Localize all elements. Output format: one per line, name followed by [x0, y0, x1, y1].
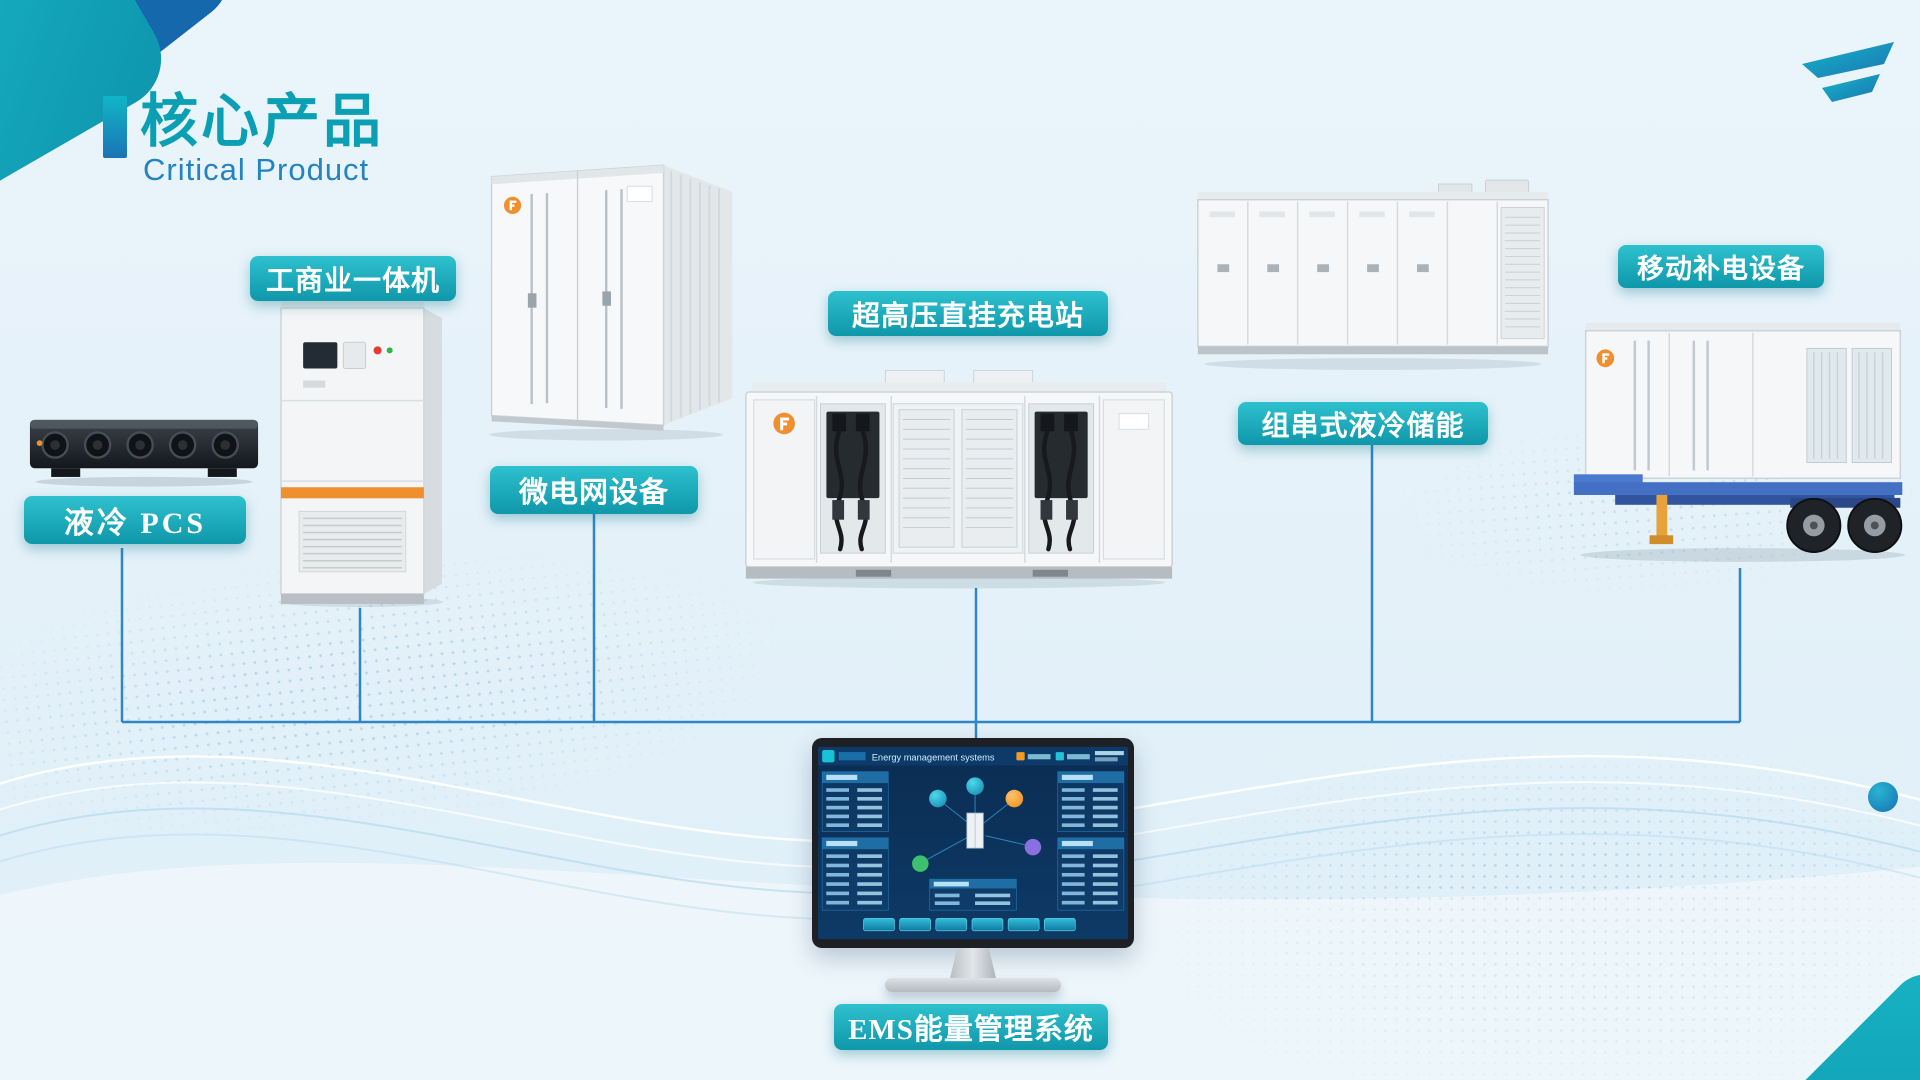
product-liquid-cooled-pcs	[28, 403, 260, 489]
label-cim-all-in-one: 工商业一体机	[250, 256, 456, 301]
product-microgrid-container	[482, 150, 740, 450]
monitor-bezel: Energy management systems	[812, 738, 1134, 948]
label-string-storage: 组串式液冷储能	[1238, 402, 1488, 445]
accent-dot	[1868, 782, 1898, 812]
monitor-stand-neck	[950, 948, 996, 978]
product-cim-cabinet	[272, 296, 450, 608]
label-ems: EMS能量管理系统	[834, 1004, 1108, 1050]
label-hv-charging: 超高压直挂充电站	[828, 291, 1108, 336]
product-mobile-power-trailer	[1566, 300, 1920, 568]
dot-pattern-right	[1160, 750, 1920, 1080]
page-title: 核心产品	[140, 89, 385, 154]
page-subtitle: Critical Product	[143, 152, 370, 187]
monitor-stand-base	[885, 978, 1061, 992]
label-liquid-cooled-pcs: 液冷 PCS	[24, 496, 246, 544]
title-marker	[103, 96, 127, 158]
label-microgrid: 微电网设备	[490, 466, 698, 514]
ems-screen: Energy management systems	[818, 746, 1128, 940]
brand-logo	[1802, 42, 1894, 102]
ems-screen-title: Energy management systems	[872, 752, 995, 762]
label-mobile-power: 移动补电设备	[1618, 245, 1824, 288]
product-string-storage-container	[1192, 178, 1554, 374]
product-hv-charging-station	[738, 360, 1180, 592]
ems-monitor: Energy management systems	[812, 738, 1134, 992]
